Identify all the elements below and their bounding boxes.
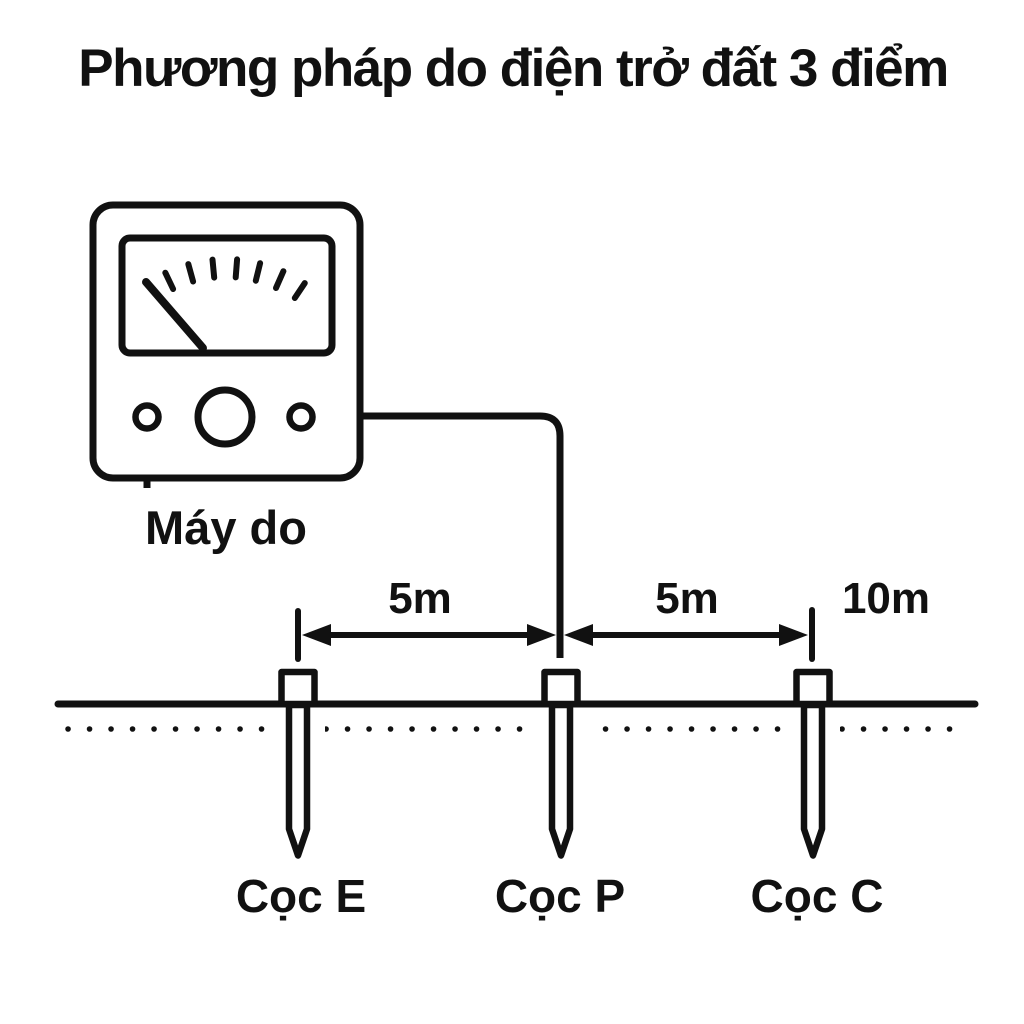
meter-display [118,234,336,357]
electrode-cap [541,668,581,708]
dimension-line-p-c [564,607,815,662]
meter-scale-ticks [162,256,308,301]
electrode-label-p: Cọc P [494,870,626,922]
earth-tester-meter [89,201,364,482]
arrowhead-left-icon [564,624,593,646]
electrode-c [793,668,833,859]
wire-to-electrode-p [312,412,564,658]
arrowhead-left-icon [302,624,331,646]
distance-label-p-c: 5m [655,574,719,623]
terminal-left [132,402,162,432]
arrowhead-right-icon [527,624,556,646]
electrode-cap [278,668,318,708]
distance-label-e-p: 5m [388,574,452,623]
electrode-cap [793,668,833,708]
arrowhead-right-icon [779,624,808,646]
diagram-title: Phương pháp do điện trở đất 3 điểm [78,39,949,98]
electrode-label-c: Cọc C [750,870,884,922]
electrode-rod [800,701,826,859]
electrode-rod [548,701,574,859]
meter-knob [194,386,256,448]
terminal-right [286,402,316,432]
electrode-e [278,668,318,859]
meter-needle [142,278,207,352]
distance-label-10m: 10m [841,574,931,623]
electrode-p [541,668,581,859]
electrode-label-e: Cọc E [235,870,367,922]
dimension-line-e-p [295,608,556,662]
meter-label: Máy do [145,501,307,554]
electrode-rod [285,701,311,859]
